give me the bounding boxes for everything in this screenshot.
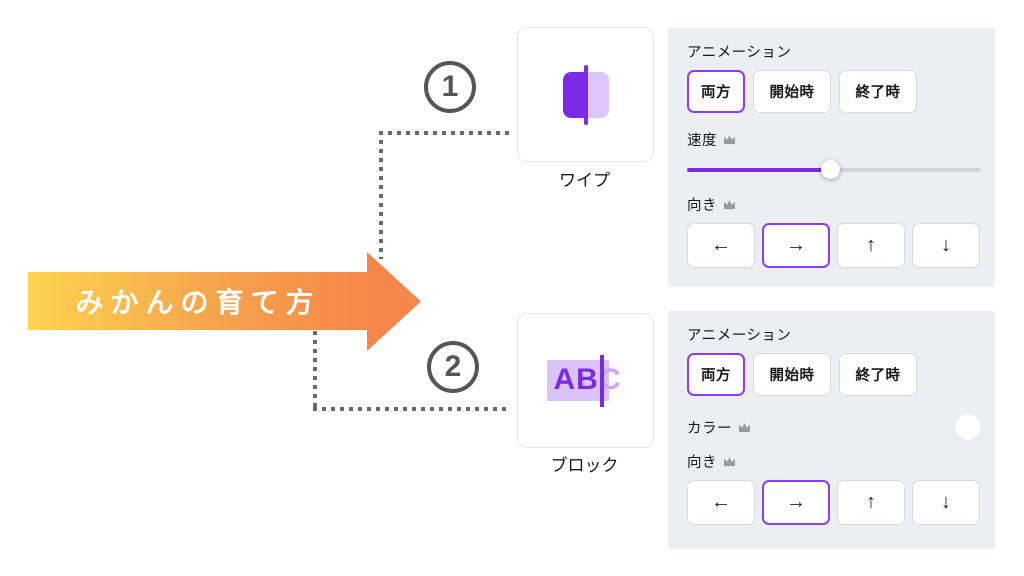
- crown-icon: [724, 456, 735, 466]
- step-number-2: 2: [427, 341, 479, 393]
- animation-label-text: アニメーション: [687, 44, 792, 61]
- direction-section-label: 向き: [687, 195, 981, 214]
- card-label-wipe: ワイプ: [559, 171, 610, 190]
- wipe-icon-sweep-bar: [583, 64, 588, 125]
- direction-button-up[interactable]: ↑: [837, 223, 905, 268]
- color-label-text: カラー: [687, 420, 732, 437]
- crown-icon: [739, 422, 750, 432]
- block-icon-highlighted-text: AB: [547, 360, 599, 401]
- direction-label-text: 向き: [687, 197, 717, 214]
- speed-section-label: 速度: [687, 130, 981, 149]
- step-number-2-text: 2: [444, 350, 462, 383]
- direction-button-right[interactable]: →: [762, 480, 830, 525]
- crown-icon: [724, 134, 735, 144]
- direction-button-left[interactable]: ←: [687, 480, 755, 525]
- animation-section-label: アニメーション: [687, 42, 981, 61]
- animation-settings-panel-top: アニメーション 両方 開始時 終了時 速度 向き ← → ↑: [668, 28, 995, 287]
- wipe-animation-icon: [562, 64, 609, 125]
- speed-slider-fill: [687, 168, 832, 172]
- direction-buttons: ← → ↑ ↓: [687, 480, 981, 525]
- animation-settings-panel-bottom: アニメーション 両方 開始時 終了時 カラー 向き ← → ↑: [668, 311, 995, 549]
- animation-label-text: アニメーション: [687, 327, 792, 344]
- connector-line-step2: [313, 331, 317, 409]
- timing-button-both[interactable]: 両方: [687, 70, 745, 113]
- color-section-row: カラー: [687, 414, 981, 440]
- animation-section-label: アニメーション: [687, 325, 981, 344]
- timing-button-end[interactable]: 終了時: [839, 353, 917, 396]
- speed-label-text: 速度: [687, 132, 717, 149]
- wipe-icon-light-half: [585, 71, 609, 118]
- timing-button-end[interactable]: 終了時: [839, 70, 917, 113]
- direction-label-text: 向き: [687, 454, 717, 471]
- step-number-1: 1: [424, 61, 476, 113]
- animation-style-card-wipe[interactable]: [517, 27, 654, 162]
- direction-section-label: 向き: [687, 452, 981, 471]
- direction-button-up[interactable]: ↑: [837, 480, 905, 525]
- card-label-block: ブロック: [550, 456, 619, 475]
- direction-button-right[interactable]: →: [762, 223, 830, 268]
- step-number-1-text: 1: [441, 70, 459, 103]
- title-arrow-head: [367, 252, 421, 351]
- direction-button-down[interactable]: ↓: [912, 480, 980, 525]
- wipe-icon-dark-half: [562, 71, 586, 118]
- speed-slider-thumb[interactable]: [821, 160, 841, 179]
- title-arrow: みかんの育て方: [28, 272, 368, 330]
- connector-line-step1: [379, 131, 383, 259]
- block-icon-sweep-bar: [600, 355, 605, 407]
- direction-button-left[interactable]: ←: [687, 223, 755, 268]
- crown-icon: [724, 199, 735, 209]
- title-arrow-label: みかんの育て方: [75, 287, 321, 318]
- direction-buttons: ← → ↑ ↓: [687, 223, 981, 268]
- timing-button-both[interactable]: 両方: [687, 353, 745, 396]
- speed-slider[interactable]: [687, 160, 981, 179]
- color-swatch[interactable]: [955, 414, 981, 440]
- connector-line-step1-horizontal: [379, 131, 510, 135]
- animation-timing-options: 両方 開始時 終了時: [687, 353, 981, 396]
- animation-timing-options: 両方 開始時 終了時: [687, 70, 981, 113]
- timing-button-start[interactable]: 開始時: [753, 70, 831, 113]
- connector-line-step2-horizontal: [313, 407, 509, 411]
- timing-button-start[interactable]: 開始時: [753, 353, 831, 396]
- direction-button-down[interactable]: ↓: [912, 223, 980, 268]
- color-section-label: カラー: [687, 418, 751, 437]
